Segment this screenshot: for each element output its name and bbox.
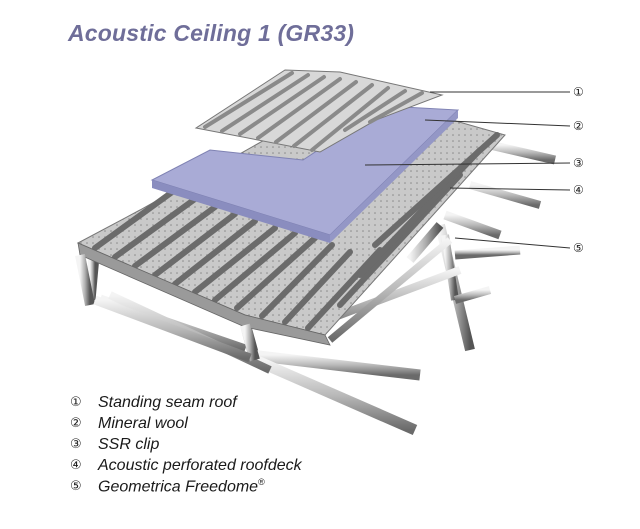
callout-leaders [364,91,571,249]
legend: ① Standing seam roof ② Mineral wool ③ SS… [70,392,302,497]
callout-5: ⑤ [573,241,584,255]
legend-label: Standing seam roof [98,393,237,411]
callout-3: ③ [573,156,584,170]
legend-label: Geometrica Freedome [98,478,259,496]
standing-seam-roof [194,69,444,153]
legend-number: ① [70,395,82,410]
legend-item: ② Mineral wool [70,413,302,434]
space-frame-front [75,254,260,363]
legend-number: ③ [70,437,82,452]
legend-number: ⑤ [70,479,82,494]
legend-item: ① Standing seam roof [70,392,302,413]
registered-mark: ® [258,476,265,487]
legend-item: ⑤ Geometrica Freedome® [70,476,302,497]
legend-item: ④ Acoustic perforated roofdeck [70,455,302,476]
callout-4: ④ [573,183,584,197]
legend-label: Mineral wool [98,414,188,432]
legend-label: Acoustic perforated roofdeck [98,456,302,474]
legend-item: ③ SSR clip [70,434,302,455]
mineral-wool-layer [150,105,460,243]
legend-number: ② [70,416,82,431]
callout-1: ① [573,85,584,99]
diagram-title: Acoustic Ceiling 1 (GR33) [68,20,355,46]
legend-number: ④ [70,458,82,473]
callout-2: ② [573,119,584,133]
legend-label: SSR clip [98,435,160,453]
